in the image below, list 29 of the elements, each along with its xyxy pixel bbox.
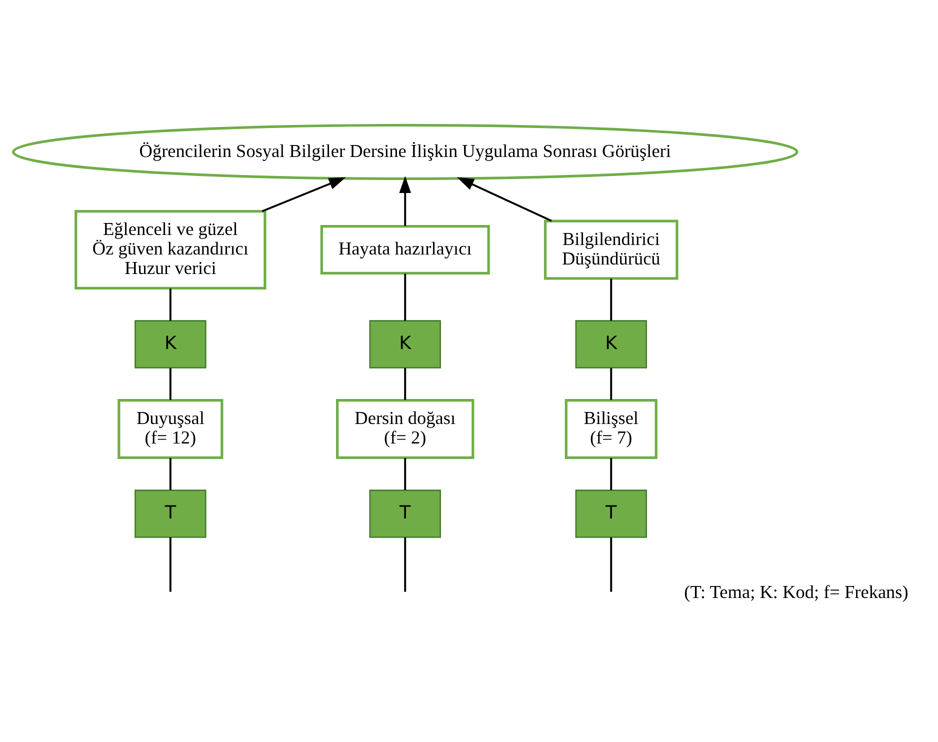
connector bbox=[404, 274, 406, 321]
connector bbox=[169, 537, 172, 592]
node-box: T bbox=[575, 490, 647, 538]
connector bbox=[404, 537, 406, 592]
node-box: Bilgilendirici Düşündürücü bbox=[544, 220, 678, 280]
connector bbox=[610, 458, 612, 490]
arrow bbox=[456, 177, 552, 222]
node-box: K bbox=[369, 320, 441, 368]
arrow bbox=[262, 177, 346, 212]
node-box: K bbox=[134, 320, 206, 368]
node-box: Eğlenceli ve güzel Öz güven kazandırıcı Huzur verici bbox=[74, 210, 266, 290]
connector bbox=[404, 458, 406, 490]
label: (T: Tema; K: Kod; f= Frekans) bbox=[684, 582, 908, 602]
connector bbox=[610, 368, 612, 400]
node-box: Dersin doğası (f= 2) bbox=[336, 399, 474, 460]
connector bbox=[169, 368, 172, 400]
node-box: T bbox=[134, 490, 206, 538]
arrow bbox=[399, 176, 412, 226]
node-box: Bilişsel (f= 7) bbox=[564, 399, 658, 460]
node-box: Duyuşsal (f= 12) bbox=[118, 399, 224, 460]
connector bbox=[610, 278, 612, 321]
node-ellipse: Öğrencilerin Sosyal Bilgiler Dersine İlişkin Uygulama Sonrası Görüşleri bbox=[12, 124, 798, 180]
connector bbox=[169, 288, 172, 321]
connector bbox=[404, 368, 406, 400]
node-box: K bbox=[575, 320, 647, 368]
node-box: T bbox=[369, 490, 441, 538]
node-box: Hayata hazırlayıcı bbox=[320, 224, 490, 275]
connector bbox=[169, 458, 172, 490]
connector bbox=[610, 537, 612, 592]
